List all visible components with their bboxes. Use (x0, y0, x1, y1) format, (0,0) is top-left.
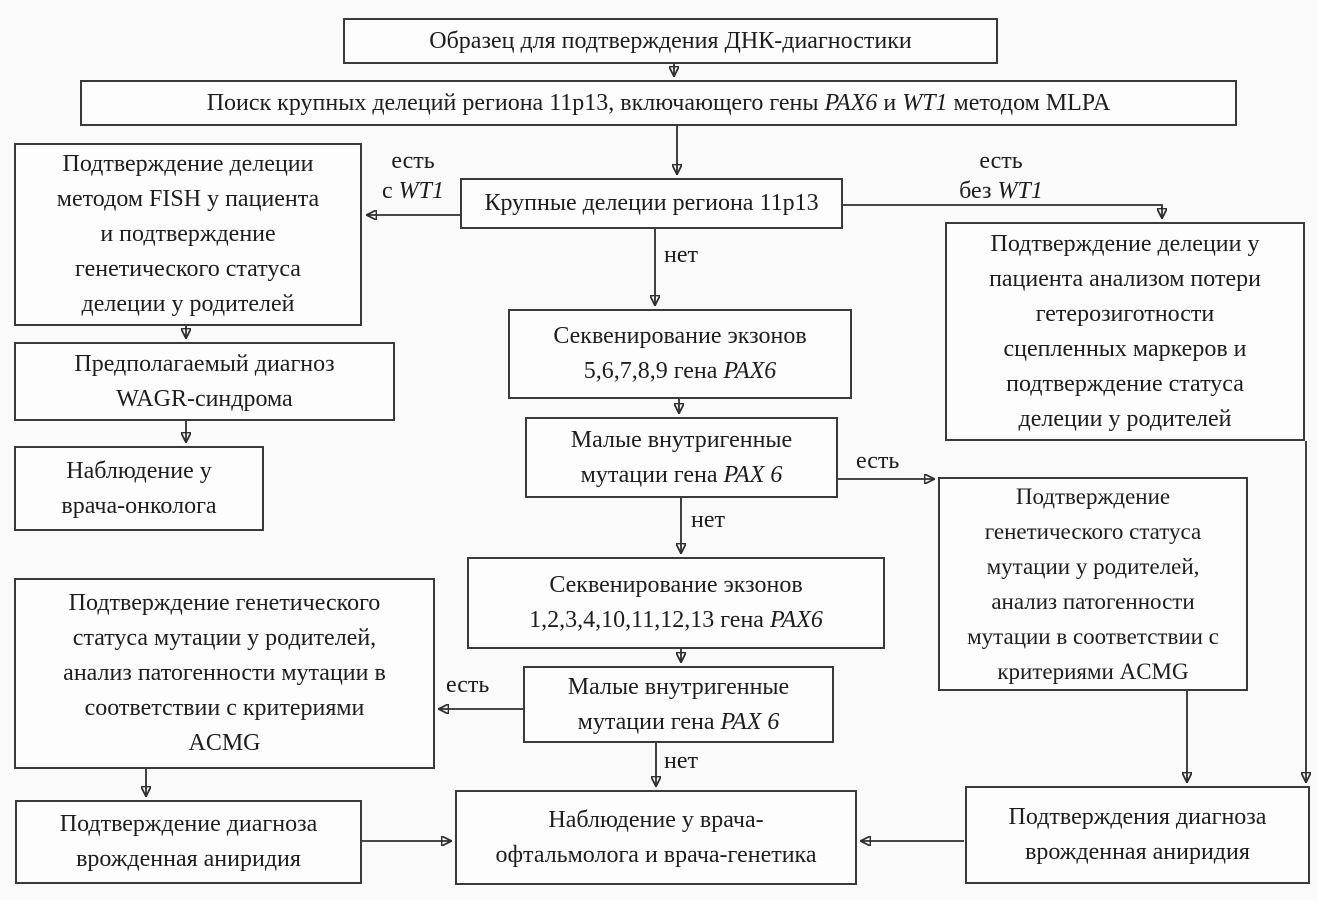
node-sequencing-exons-5-9: Секвенирование экзонов 5,6,7,8,9 гена PA… (508, 309, 852, 399)
node-ophthalmologist-followup: Наблюдение у врача- офтальмолога и врача… (455, 790, 857, 885)
edge-label-yes-after-second-screen: есть (446, 672, 490, 698)
node-mlpa-search-text: Поиск крупных делеций региона 11p13, вкл… (206, 89, 1111, 116)
node-fish-confirmation-text: Подтверждение делеции методом FISH у пац… (56, 151, 320, 317)
node-acmg-right-text: Подтверждение генетического статуса мута… (967, 484, 1219, 684)
edge-label-no-after-first-screen: нет (691, 507, 725, 533)
node-acmg-right: Подтверждение генетического статуса мута… (938, 477, 1248, 691)
node-aniridia-confirmed-right: Подтверждения диагноза врожденная анирид… (965, 786, 1310, 884)
node-loh-confirmation-text: Подтверждение делеции у пациента анализо… (989, 230, 1261, 432)
node-small-mutations-second-text: Малые внутригенные мутации гена PAX 6 (567, 673, 790, 735)
node-sample-text: Образец для подтверждения ДНК-диагностик… (429, 27, 912, 54)
edge-label-no-after-second-screen: нет (664, 748, 698, 774)
edge-label-with-wt1: есть с WT1 (382, 148, 444, 204)
node-aniridia-confirmed-left-text: Подтверждение диагноза врожденная анирид… (59, 811, 318, 872)
node-mlpa-search: Поиск крупных делеций региона 11p13, вкл… (80, 80, 1237, 126)
node-loh-confirmation: Подтверждение делеции у пациента анализо… (945, 222, 1305, 441)
node-large-deletions-text: Крупные делеции региона 11p13 (484, 190, 819, 216)
node-sequencing-exons-1-13: Секвенирование экзонов 1,2,3,4,10,11,12,… (467, 557, 885, 649)
node-fish-confirmation: Подтверждение делеции методом FISH у пац… (14, 143, 362, 326)
node-aniridia-confirmed-right-text: Подтверждения диагноза врожденная анирид… (1008, 804, 1267, 865)
node-sequencing-exons-1-13-text: Секвенирование экзонов 1,2,3,4,10,11,12,… (529, 572, 823, 633)
node-ophthalmologist-followup-text: Наблюдение у врача- офтальмолога и врача… (495, 806, 817, 868)
node-wagr-diagnosis-text: Предполагаемый диагноз WAGR-синдрома (74, 350, 335, 412)
edge-label-without-wt1: есть без WT1 (959, 148, 1043, 204)
node-acmg-left-text: Подтверждение генетического статуса мута… (63, 590, 386, 756)
edge-label-yes-after-first-screen: есть (856, 448, 900, 474)
arrow-large-deletions-to-loh (843, 204, 1162, 217)
node-small-mutations-first: Малые внутригенные мутации гена PAX 6 (525, 417, 838, 498)
node-sample: Образец для подтверждения ДНК-диагностик… (343, 18, 998, 64)
node-acmg-left: Подтверждение генетического статуса мута… (14, 578, 435, 769)
edge-label-no-after-deletions: нет (664, 242, 698, 268)
node-oncologist-followup: Наблюдение у врача-онколога (14, 446, 264, 531)
node-oncologist-followup-text: Наблюдение у врача-онколога (61, 457, 217, 519)
node-sequencing-exons-5-9-text: Секвенирование экзонов 5,6,7,8,9 гена PA… (553, 323, 807, 384)
node-aniridia-confirmed-left: Подтверждение диагноза врожденная анирид… (15, 800, 362, 884)
node-small-mutations-second: Малые внутригенные мутации гена PAX 6 (523, 666, 834, 743)
node-small-mutations-first-text: Малые внутригенные мутации гена PAX 6 (570, 426, 793, 488)
node-large-deletions: Крупные делеции региона 11p13 (460, 178, 843, 229)
node-wagr-diagnosis: Предполагаемый диагноз WAGR-синдрома (14, 342, 395, 421)
